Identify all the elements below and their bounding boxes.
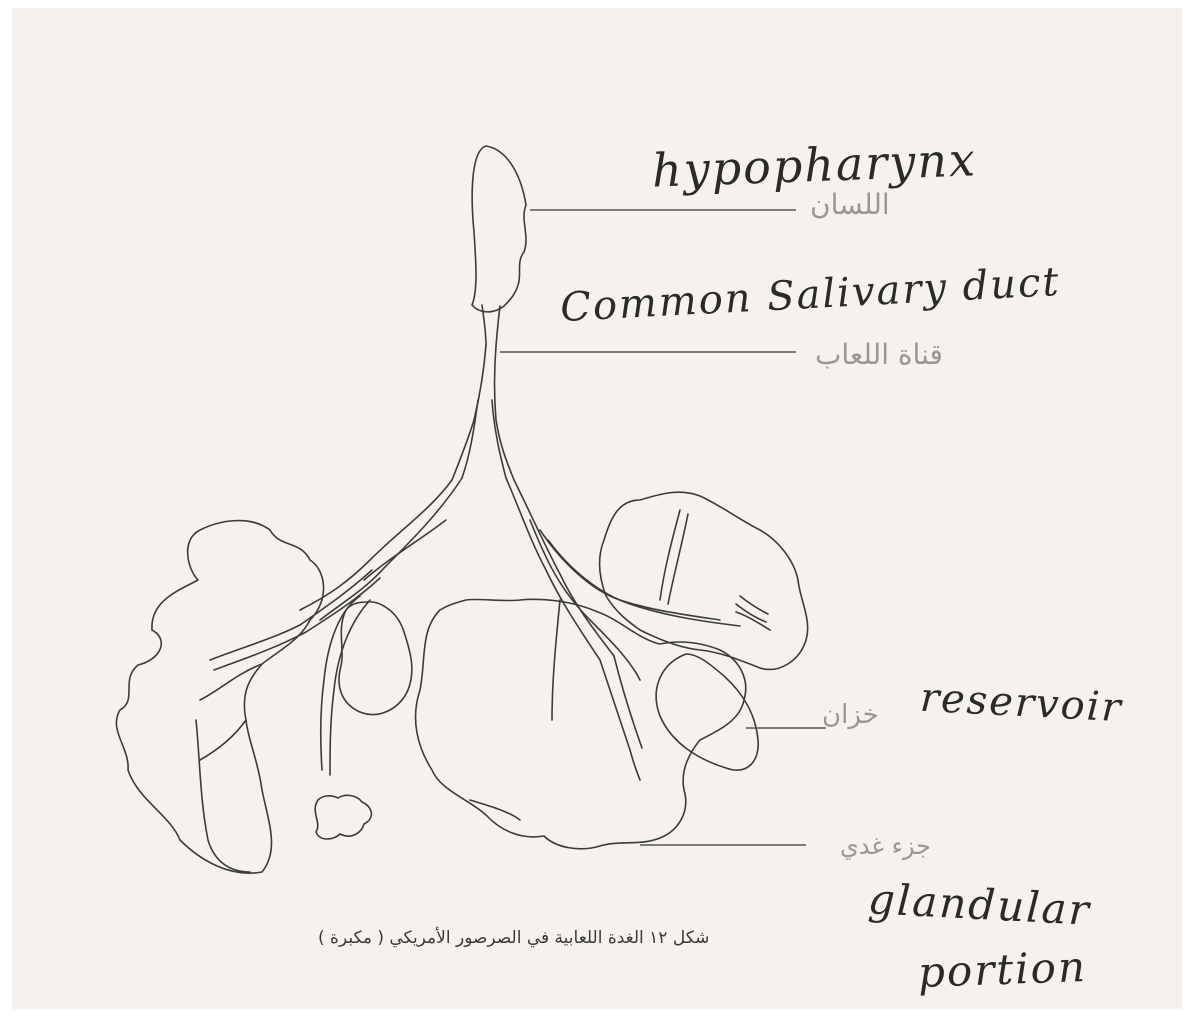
hypopharynx-shape xyxy=(472,146,526,312)
right-gland-lobe xyxy=(600,492,808,669)
reservoir-shape xyxy=(656,654,758,770)
label-common-salivary-duct-arabic: قناة اللعاب xyxy=(815,338,943,371)
common-duct-shape xyxy=(452,345,486,480)
label-glandular-arabic: جزء غدي xyxy=(840,832,931,860)
middle-gland-lobe xyxy=(339,602,412,715)
label-portion: portion xyxy=(917,942,1088,997)
terminal-gland-lobe xyxy=(315,795,371,839)
label-reservoir-arabic: خزان xyxy=(822,700,879,730)
central-gland-lobe xyxy=(416,599,746,848)
figure-caption: شكل ١٢ الغدة اللعابية في الصرصور الأمريك… xyxy=(318,928,709,948)
label-hypopharynx-arabic: اللسان xyxy=(810,188,890,221)
left-gland-lobe xyxy=(116,521,323,874)
